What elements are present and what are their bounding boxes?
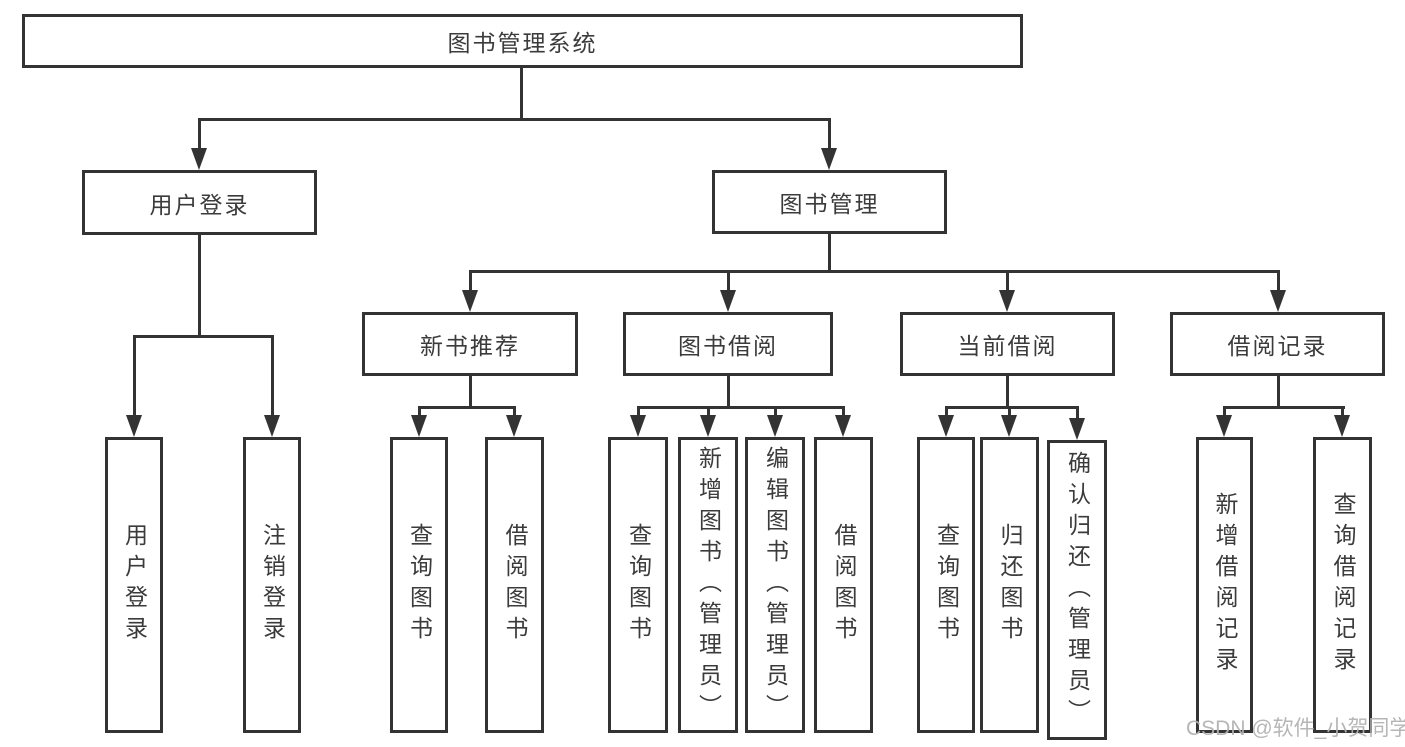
leaf-logout: 注销登录: [243, 437, 301, 733]
arrowhead-new-book: [462, 290, 478, 312]
connector-drop-bb-query: [637, 406, 640, 418]
arrowhead-cb-query: [938, 415, 954, 437]
leaf-cb-confirm-return-admin: 确认归还（管理员）: [1047, 440, 1107, 740]
connector-drop-cb-return: [1008, 406, 1011, 418]
arrowhead-br-query: [1334, 415, 1350, 437]
connector-userlogin-bar: [133, 335, 274, 338]
arrowhead-leaf-user-login: [126, 415, 142, 437]
leaf-br-query-record-label: 查询借阅记录: [1330, 492, 1356, 678]
connector-drop-nbr-query: [418, 406, 421, 418]
leaf-cb-query-books-label: 查询图书: [933, 523, 960, 647]
leaf-user-login: 用户登录: [105, 437, 163, 733]
arrowhead-br-add: [1216, 415, 1232, 437]
connector-drop-new-book: [469, 270, 472, 294]
connector-bookborrow-stem: [727, 376, 730, 406]
connector-drop-bb-borrow: [842, 406, 845, 418]
leaf-nbr-query-books: 查询图书: [390, 437, 448, 733]
leaf-bb-borrow-books-label: 借阅图书: [831, 523, 857, 647]
node-book-borrowing-label: 图书借阅: [678, 333, 778, 359]
connector-drop-br-add: [1223, 406, 1226, 418]
leaf-cb-query-books: 查询图书: [917, 437, 975, 733]
connector-drop-book-borrow: [727, 270, 730, 294]
leaf-user-login-label: 用户登录: [121, 523, 148, 647]
node-current-borrowing-label: 当前借阅: [957, 333, 1058, 359]
arrowhead-nbr-query: [411, 415, 427, 437]
leaf-br-query-record: 查询借阅记录: [1313, 437, 1372, 733]
connector-newbook-stem: [469, 376, 472, 406]
leaf-nbr-query-books-label: 查询图书: [406, 523, 433, 647]
leaf-bb-edit-books-admin-label: 编辑图书（管理员）: [762, 445, 789, 725]
connector-bookborrow-bar: [637, 406, 845, 409]
arrowhead-bb-add: [700, 415, 716, 437]
connector-root-stem: [520, 68, 523, 118]
connector-drop-borrow-records: [1277, 270, 1280, 294]
leaf-cb-confirm-return-admin-label: 确认归还（管理员）: [1064, 450, 1091, 730]
connector-drop-nbr-borrow: [513, 406, 516, 418]
arrowhead-user-login: [191, 148, 207, 170]
arrowhead-leaf-logout: [264, 415, 280, 437]
connector-bookmgmt-stem: [828, 234, 831, 270]
connector-currentborrow-bar: [945, 406, 1079, 409]
connector-borrowrecords-bar: [1223, 406, 1345, 409]
connector-currentborrow-stem: [1006, 376, 1009, 406]
arrowhead-cb-return: [1001, 415, 1017, 437]
connector-userlogin-stem: [198, 235, 201, 335]
leaf-nbr-borrow-books-label: 借阅图书: [502, 523, 528, 647]
connector-drop-bb-edit: [774, 406, 777, 418]
leaf-bb-borrow-books: 借阅图书: [814, 437, 873, 733]
arrowhead-cb-confirm: [1069, 418, 1085, 440]
leaf-bb-add-books-admin-label: 新增图书（管理员）: [695, 445, 722, 725]
leaf-cb-return-books-label: 归还图书: [997, 523, 1023, 647]
leaf-logout-label: 注销登录: [259, 523, 286, 647]
node-library-system-label: 图书管理系统: [447, 30, 598, 56]
arrowhead-current-borrow: [999, 290, 1015, 312]
node-new-book-recommend: 新书推荐: [362, 312, 578, 376]
connector-drop-cb-confirm: [1076, 406, 1079, 420]
leaf-cb-return-books: 归还图书: [980, 437, 1039, 733]
connector-drop-leaf-logout: [271, 335, 274, 417]
connector-drop-current-borrow: [1006, 270, 1009, 294]
node-book-borrowing: 图书借阅: [623, 312, 833, 376]
leaf-bb-query-books-label: 查询图书: [625, 523, 652, 647]
connector-newbook-bar: [418, 406, 516, 409]
node-borrow-records-label: 借阅记录: [1227, 333, 1328, 359]
node-book-management-label: 图书管理: [779, 191, 880, 217]
arrowhead-nbr-borrow: [506, 415, 522, 437]
csdn-watermark: CSDN @软件_小贺同学: [1186, 717, 1405, 740]
connector-bookmgmt-bar: [469, 270, 1280, 273]
connector-drop-leaf-user-login: [133, 335, 136, 417]
node-book-management: 图书管理: [712, 170, 947, 234]
leaf-nbr-borrow-books: 借阅图书: [485, 437, 544, 733]
arrowhead-bb-edit: [767, 415, 783, 437]
leaf-bb-edit-books-admin: 编辑图书（管理员）: [745, 437, 805, 733]
leaf-br-add-record: 新增借阅记录: [1196, 437, 1253, 733]
arrowhead-bb-query: [630, 415, 646, 437]
connector-drop-book-management: [828, 118, 831, 152]
arrowhead-book-management: [821, 148, 837, 170]
node-user-login: 用户登录: [82, 170, 317, 235]
arrowhead-book-borrow: [720, 290, 736, 312]
leaf-bb-add-books-admin: 新增图书（管理员）: [678, 437, 738, 733]
node-library-system: 图书管理系统: [22, 14, 1023, 68]
arrowhead-bb-borrow: [835, 415, 851, 437]
connector-borrowrecords-stem: [1277, 376, 1280, 406]
connector-root-bar: [198, 118, 831, 121]
connector-drop-cb-query: [945, 406, 948, 418]
leaf-br-add-record-label: 新增借阅记录: [1212, 492, 1238, 678]
connector-drop-br-query: [1341, 406, 1344, 418]
node-borrow-records: 借阅记录: [1170, 312, 1385, 376]
node-user-login-label: 用户登录: [149, 191, 250, 218]
arrowhead-borrow-records: [1270, 290, 1286, 312]
leaf-bb-query-books: 查询图书: [608, 437, 668, 733]
connector-drop-user-login: [198, 118, 201, 152]
connector-drop-bb-add: [707, 406, 710, 418]
node-current-borrowing: 当前借阅: [900, 312, 1115, 376]
node-new-book-recommend-label: 新书推荐: [420, 333, 520, 359]
